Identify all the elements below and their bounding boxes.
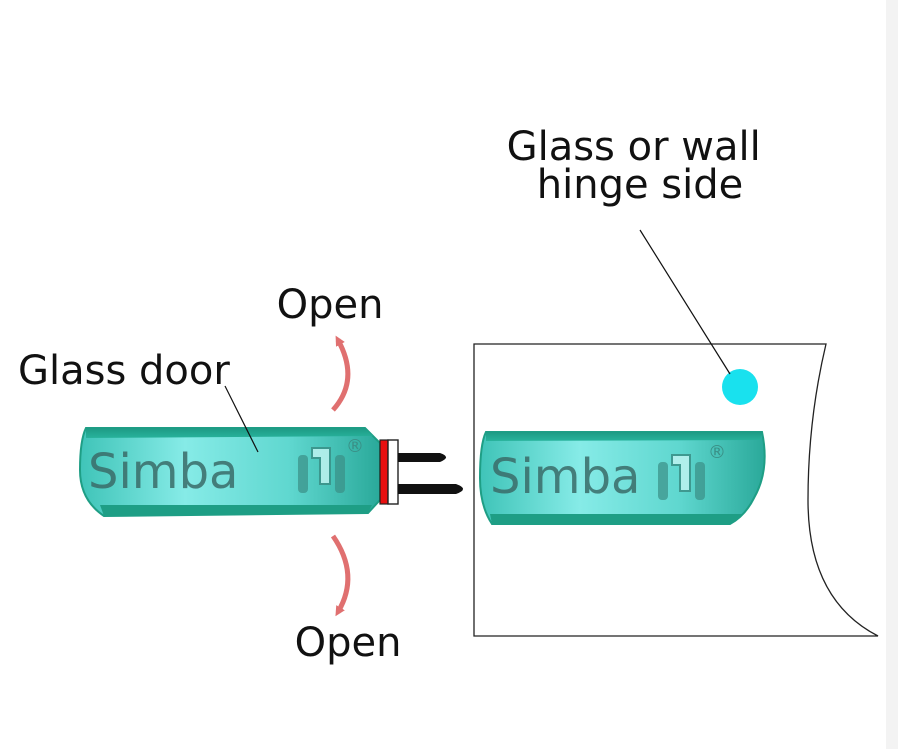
- glass-door-panel: Simba ®: [78, 427, 381, 518]
- registered-mark-left: ®: [346, 436, 364, 457]
- simba-brand-text-left: Simba: [88, 444, 238, 500]
- hinge-side-label: Glass or wall hinge side: [507, 124, 774, 208]
- registered-mark-right: ®: [708, 442, 726, 463]
- hinge-pin-top: [398, 453, 446, 462]
- simba-logo-icon: [298, 447, 345, 493]
- hinge-side-leader-line: [639, 229, 731, 375]
- hinge-pin-bottom: [398, 484, 463, 494]
- simba-brand-text-right: Simba: [490, 449, 640, 505]
- open-label-bottom: Open: [295, 620, 402, 666]
- glass-door-label: Glass door: [18, 348, 230, 394]
- hinge-bracket: [387, 439, 399, 505]
- open-label-top: Open: [277, 282, 384, 328]
- page-edge-strip: [886, 0, 898, 749]
- open-arrow-bottom-icon: [330, 534, 351, 617]
- glass-door-leader-line: [224, 385, 259, 453]
- open-arrow-top-icon: [331, 335, 351, 412]
- fixed-glass-panel: Simba ®: [478, 431, 766, 525]
- cyan-dot-icon: [722, 369, 758, 405]
- red-seal-strip: [379, 439, 389, 505]
- simba-logo-icon-right: [658, 454, 705, 500]
